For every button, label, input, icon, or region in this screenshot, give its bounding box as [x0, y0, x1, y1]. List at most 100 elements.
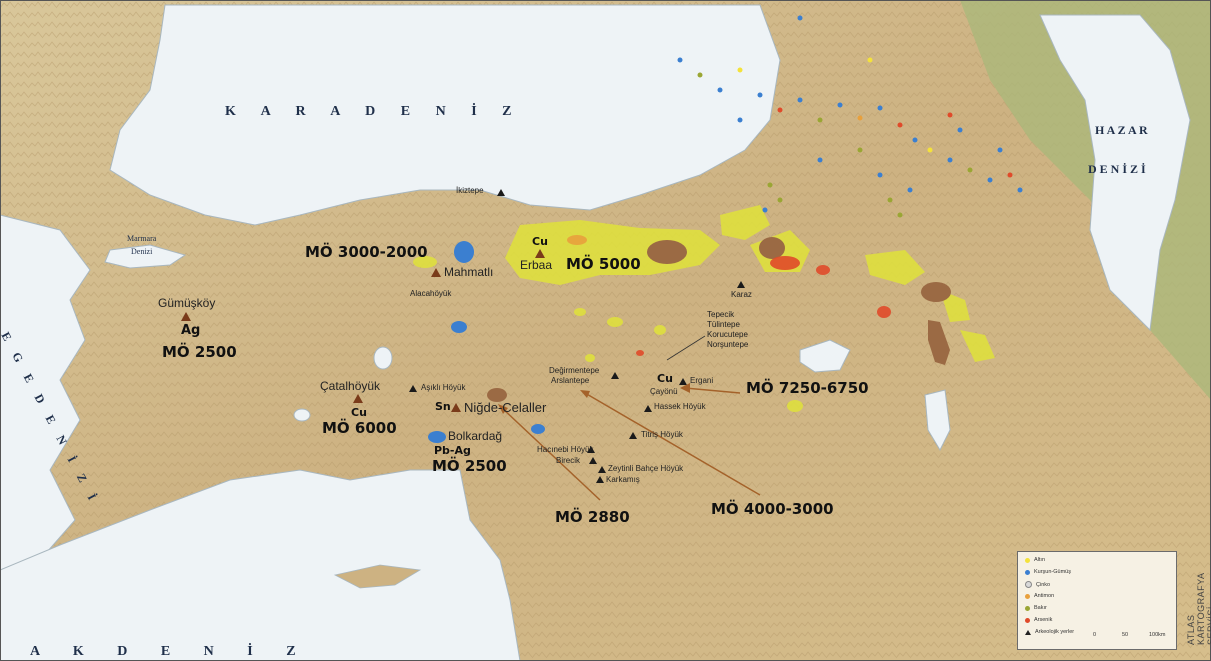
metal-cu-erbaa: Cu [532, 235, 548, 248]
lake-van [799, 339, 851, 373]
arsenic-zone-4 [636, 350, 644, 356]
leadsilver-zone-3 [531, 424, 545, 434]
arsenic-zone-2 [816, 265, 830, 275]
date-label-7250-6750: MÖ 7250-6750 [746, 379, 869, 397]
caucasus-deposit-dots [677, 15, 1023, 218]
gold-zone-erbaa [505, 220, 720, 285]
place-mahmatli: Mahmatlı [444, 265, 494, 279]
date-label-4000-3000: MÖ 4000-3000 [711, 500, 834, 518]
leader-line-tepecik [666, 335, 706, 361]
place-alacahoyuk: Alacahöyük [410, 289, 452, 298]
gold-swatch-icon [1025, 557, 1030, 563]
place-karaz: Karaz [731, 290, 752, 299]
place-cayonu: Çayönü [650, 387, 678, 396]
copper-zone-2 [759, 237, 785, 259]
place-nigde: Niğde-Celaller [464, 400, 547, 415]
leadsilver-zone-1 [454, 241, 474, 263]
metal-sn: Sn [435, 400, 451, 413]
place-zeytinli: Zeytinli Bahçe Höyük [608, 464, 684, 473]
place-titris: Titriş Höyük [641, 430, 683, 439]
place-hacinebi: Hacınebi Höyük [537, 445, 594, 454]
triangle-site-icon [1025, 629, 1031, 635]
copper-zone-3 [921, 282, 951, 302]
lead-silver-swatch-icon [1025, 569, 1030, 575]
date-label-2880: MÖ 2880 [555, 508, 630, 526]
gold-zone-7 [607, 317, 623, 327]
place-asikli: Aşıklı Höyük [421, 383, 466, 392]
gold-zone-10 [654, 325, 666, 335]
legend-item-2: Çinko [1025, 581, 1050, 588]
place-birecik: Birecik [556, 456, 581, 465]
place-ikiztepe: İkiztepe [456, 186, 484, 195]
copper-zone-4 [928, 320, 950, 365]
scale-tick-50: 50 [1122, 632, 1129, 638]
place-gumuskoy: Gümüşköy [158, 296, 216, 310]
metal-pbag: Pb-Ag [434, 444, 471, 457]
arsenic-swatch-icon [1025, 617, 1030, 623]
legend-item-1: Kurşun-Gümüş [1025, 569, 1071, 575]
legend-label: Çinko [1036, 581, 1051, 588]
legend-label: Bakır [1034, 605, 1047, 611]
akdeniz-label: A K D E N İ Z [30, 644, 296, 659]
legend-label: Arsenik [1034, 617, 1053, 623]
zinc-swatch-icon [1025, 581, 1032, 588]
scale-tick-100: 100km [1149, 632, 1166, 638]
gold-zone-4 [865, 250, 925, 285]
scale-tick-0: 0 [1093, 632, 1097, 638]
legend-item-4: Bakır [1025, 605, 1047, 611]
date-label-2500-south: MÖ 2500 [432, 457, 507, 475]
legend-label: Antimon [1034, 593, 1055, 599]
arsenic-zone-3 [877, 306, 891, 318]
date-label-6000: MÖ 6000 [322, 419, 397, 437]
archaeological-site-markers [409, 189, 745, 483]
legend-item-6: Arkeolojik yerler [1025, 629, 1074, 635]
arrow-heads [498, 383, 690, 414]
marmara-label-1: Marmara [127, 234, 157, 243]
legend-item-5: Arsenik [1025, 617, 1052, 623]
metal-cu-catal: Cu [351, 406, 367, 419]
place-degirmentepe: Değirmentepe [549, 366, 600, 375]
leadsilver-zone-bolkardag [428, 431, 446, 443]
place-karkamis: Karkamış [606, 475, 640, 484]
copper-zone-1 [647, 240, 687, 264]
place-ergani: Ergani [690, 376, 714, 385]
leadsilver-zone-2 [451, 321, 467, 333]
legend-item-0: Altın [1025, 557, 1045, 563]
place-bolkardag: Bolkardağ [448, 429, 503, 443]
gold-zone-8 [574, 308, 586, 316]
lake-egirdir [293, 408, 311, 422]
copper-zone-nigde [487, 388, 507, 402]
lake-urmia [924, 389, 951, 452]
lake-tuz [373, 346, 393, 370]
gold-zone-9 [787, 400, 803, 412]
karadeniz-sea [109, 4, 781, 226]
gold-zone-11 [585, 354, 595, 362]
metal-cu-cayonu: Cu [657, 372, 673, 385]
antimony-zone-1 [567, 235, 587, 245]
place-catalhoyuk: Çatalhöyük [320, 379, 381, 393]
hazar-label-1: H A Z A R [1095, 123, 1148, 137]
place-hassek: Hassek Höyük [654, 402, 706, 411]
date-arrows [501, 387, 761, 501]
map-legend: Altın Kurşun-Gümüş Çinko Antimon Bakır A… [1017, 551, 1177, 650]
legend-item-3: Antimon [1025, 593, 1054, 599]
karadeniz-label: K A R A D E N İ Z [225, 104, 512, 119]
marmara-sea [104, 244, 187, 269]
marmara-label-2: Denizi [131, 247, 153, 256]
map-credit: ATLAS KARTOGRAFYA SERVİSİ [1186, 572, 1211, 645]
cyprus [333, 564, 422, 589]
place-erbaa: Erbaa [520, 258, 553, 272]
place-tepecik-group: Tepecik Tülintepe Korucutepe Norşuntepe [707, 310, 749, 349]
legend-label: Kurşun-Gümüş [1034, 569, 1071, 575]
date-label-3000-2000: MÖ 3000-2000 [305, 243, 428, 261]
arsenic-zone-1 [770, 256, 800, 270]
antimony-swatch-icon [1025, 593, 1030, 599]
legend-label: Altın [1034, 557, 1046, 563]
akdeniz-sea [0, 469, 521, 661]
gold-zone-2 [720, 205, 770, 240]
gold-zone-6 [960, 330, 995, 362]
metal-ag: Ag [181, 323, 201, 338]
legend-label: Arkeolojik yerler [1035, 629, 1075, 635]
